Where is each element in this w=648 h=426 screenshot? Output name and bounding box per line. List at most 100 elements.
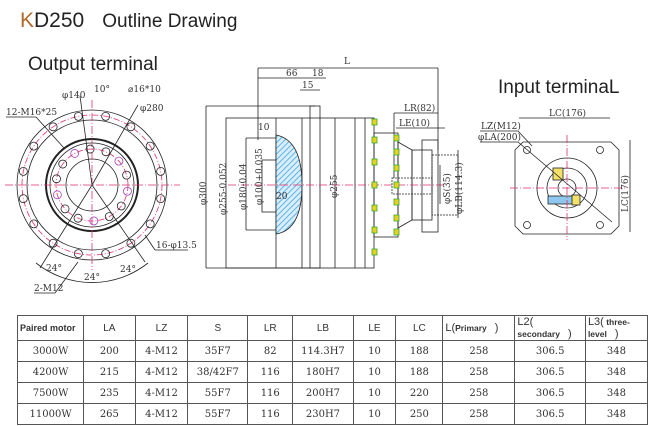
bolt-head — [371, 181, 378, 189]
bolt-hole — [145, 141, 155, 151]
threaded-hole — [122, 170, 132, 180]
bolt-hole — [18, 166, 28, 176]
dim-2-m12: 2-M12 — [34, 284, 63, 294]
dim-10deg: 10° — [94, 85, 110, 95]
table-cell: 116 — [247, 382, 294, 404]
table-cell: 348 — [584, 340, 648, 362]
table-cell: 220 — [395, 382, 444, 404]
output-terminal-label: Output terminal — [28, 54, 158, 75]
threaded-hole — [123, 186, 132, 196]
threaded-hole — [85, 144, 95, 154]
leader-line — [144, 234, 156, 251]
bolt-head — [393, 181, 400, 189]
table-cell: 188 — [395, 361, 444, 383]
column-header: Paired motor — [16, 315, 85, 341]
bolt-head — [393, 214, 400, 222]
shaft-bore — [391, 177, 433, 195]
column-header: LB — [292, 315, 354, 341]
threaded-hole — [70, 149, 80, 158]
table-cell: 4-M12 — [134, 340, 189, 362]
column-header: LZ — [134, 315, 189, 341]
dim-LR: LR(82) — [404, 103, 435, 114]
flange-plate — [309, 105, 321, 269]
inner-bolt-holes — [52, 144, 132, 226]
angle-arc — [35, 262, 149, 283]
dim-LB: φLB(114.3) — [454, 162, 465, 214]
table-cell: 114.3H7 — [292, 340, 354, 362]
bolt-head — [393, 228, 400, 236]
table-cell: 10 — [352, 403, 397, 425]
bolt-head — [393, 148, 400, 156]
threaded-hole — [89, 216, 99, 226]
header-end: ) — [494, 322, 499, 334]
bolt-head — [371, 158, 378, 166]
input-terminal-view — [480, 117, 631, 240]
bolt-hole — [18, 194, 28, 204]
table-cell: 4-M12 — [134, 382, 189, 404]
bolt-hole — [156, 194, 166, 204]
outer-bolt-holes — [18, 111, 166, 259]
column-header: LE — [352, 315, 397, 341]
mounting-hole — [596, 221, 604, 229]
column-header: LA — [83, 315, 136, 341]
table-cell: 82 — [247, 340, 294, 362]
table-cell: 306.5 — [514, 403, 586, 425]
dim-24deg-c: 24° — [120, 265, 136, 275]
bolt-head — [371, 226, 378, 234]
leader-line — [39, 184, 93, 269]
table-cell: 230H7 — [292, 403, 354, 425]
dim-phi180: φ180-0.04 — [239, 163, 249, 210]
dim-phi100: φ100+0.035 — [255, 148, 265, 205]
model-number: D250 — [34, 9, 85, 32]
header-detail: three-level — [587, 317, 630, 339]
bolt-hole — [73, 111, 83, 121]
table-cell: 11000W — [16, 403, 85, 425]
table-cell: 348 — [584, 403, 648, 425]
dim-16-phi13: 16-φ13.5 — [156, 241, 197, 251]
bolt-head — [393, 198, 400, 206]
threaded-hole — [101, 147, 111, 157]
header-main: L3( — [587, 316, 604, 328]
table-cell: 235 — [83, 382, 136, 404]
bolt-head — [393, 164, 400, 172]
table-cell: 180H7 — [292, 361, 354, 383]
dim-phi280: φ280 — [140, 104, 164, 114]
hatched-section — [275, 134, 303, 235]
column-header: L3( three-level) — [584, 315, 648, 341]
column-header: LR — [247, 315, 294, 341]
table-cell: 38/42F7 — [187, 361, 249, 383]
dim-LE: LE(10) — [399, 118, 430, 129]
drawing-title: Outline Drawing — [102, 11, 238, 32]
table-cell: 4200W — [16, 361, 85, 383]
table-cell: 200 — [83, 340, 136, 362]
header-end: ) — [614, 328, 619, 340]
mounting-hole — [596, 146, 604, 154]
header-detail: secondary — [517, 329, 560, 339]
table-cell: 258 — [442, 340, 516, 362]
bolt-hole — [156, 166, 166, 176]
threaded-hole — [58, 159, 68, 169]
column-header: LC — [395, 315, 444, 341]
dim-LC-top: LC(176) — [549, 108, 586, 119]
bolt-head — [371, 118, 378, 126]
table-cell: 35F7 — [187, 340, 249, 362]
dim-24deg-b: 24° — [84, 273, 100, 283]
header-main: L2( — [517, 316, 534, 328]
column-header: L(Primary) — [442, 315, 516, 341]
dim-phi255-tol: φ255-0.052 — [219, 163, 229, 215]
key-top — [552, 167, 564, 181]
table-cell: 10 — [352, 361, 397, 383]
leader-line — [517, 141, 613, 223]
table-cell: 10 — [352, 382, 397, 404]
threaded-hole — [60, 204, 70, 214]
dim-phi255: φ255 — [330, 174, 340, 198]
table-cell: 4-M12 — [134, 361, 189, 383]
table-cell: 348 — [584, 361, 648, 383]
header-main: L( — [445, 322, 456, 334]
dim-16x10: ⌀16*10 — [128, 85, 161, 95]
column-header: L2( secondary) — [514, 315, 586, 341]
threaded-hole — [104, 212, 114, 222]
bolt-hole — [145, 219, 155, 229]
